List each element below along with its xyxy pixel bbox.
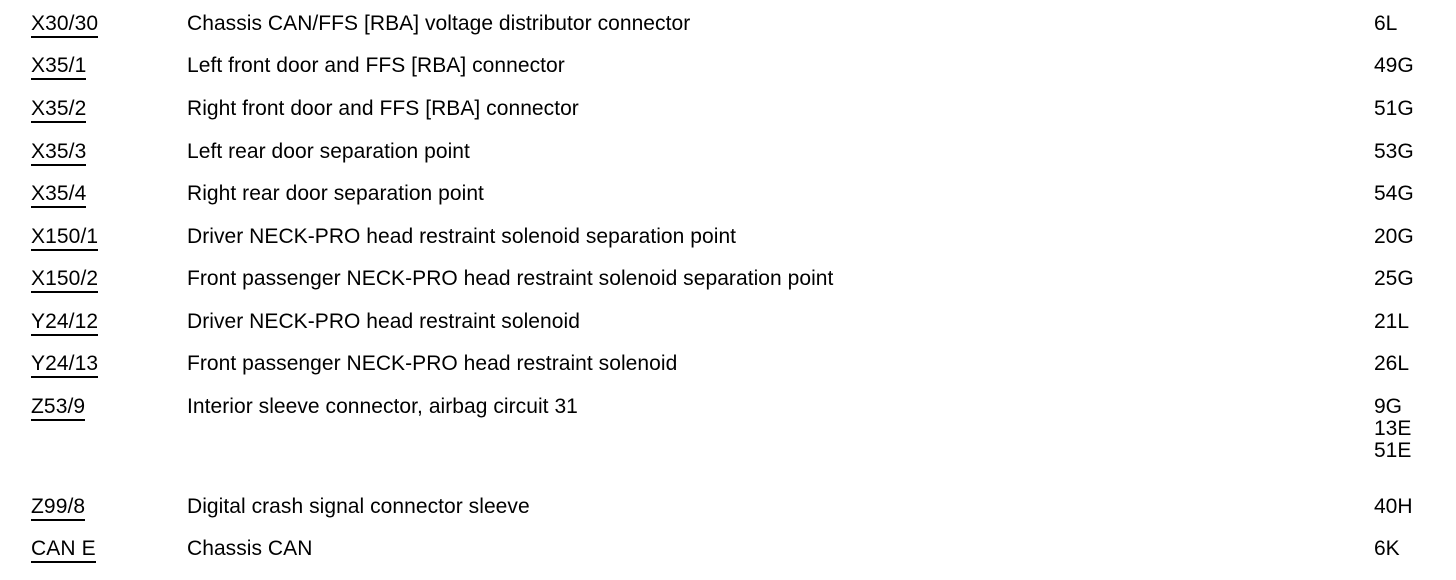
component-code-label: Z53/9: [31, 396, 86, 421]
location-code: 25G: [1374, 267, 1414, 290]
component-code-link[interactable]: X150/1: [31, 226, 99, 251]
component-location-reference: 49G: [1374, 55, 1414, 77]
component-code-label: X30/30: [31, 13, 99, 38]
location-code: 13E: [1374, 417, 1412, 440]
component-location-reference: 20G: [1374, 226, 1414, 248]
location-code: 40H: [1374, 495, 1413, 518]
location-code: 9G: [1374, 395, 1403, 418]
location-code: 26L: [1374, 352, 1410, 375]
location-code: 51E: [1374, 439, 1412, 462]
component-location-reference: 6L: [1374, 13, 1397, 35]
component-description: Front passenger NECK-PRO head restraint …: [187, 352, 678, 375]
component-description: Driver NECK-PRO head restraint solenoid …: [187, 225, 737, 248]
component-code-link[interactable]: X35/1: [31, 55, 87, 80]
component-description: Left front door and FFS [RBA] connector: [187, 54, 565, 77]
component-code-link[interactable]: CAN E: [31, 538, 96, 563]
component-code-label: X35/4: [31, 183, 87, 208]
component-description: Front passenger NECK-PRO head restraint …: [187, 267, 834, 290]
component-code-label: X150/2: [31, 268, 99, 293]
component-location-reference: 21L: [1374, 311, 1409, 333]
component-description: Left rear door separation point: [187, 140, 470, 163]
component-code-link[interactable]: X35/3: [31, 141, 87, 166]
component-location-reference: 54G: [1374, 183, 1414, 205]
component-code-label: Y24/13: [31, 353, 99, 378]
component-description: Right rear door separation point: [187, 182, 484, 205]
component-code-label: X150/1: [31, 226, 99, 251]
component-code-label: X35/3: [31, 141, 87, 166]
component-location-reference: 40H: [1374, 496, 1413, 518]
component-location-reference: 25G: [1374, 268, 1414, 290]
component-description: Driver NECK-PRO head restraint solenoid: [187, 310, 580, 333]
location-code: 6L: [1374, 12, 1398, 35]
component-code-label: X35/2: [31, 98, 87, 123]
component-code-label: X35/1: [31, 55, 87, 80]
component-location-reference: 26L: [1374, 353, 1409, 375]
component-description: Chassis CAN: [187, 537, 313, 560]
location-code: 53G: [1374, 140, 1414, 163]
component-code-link[interactable]: Z53/9: [31, 396, 86, 421]
component-code-label: CAN E: [31, 538, 96, 563]
component-location-reference: 6K: [1374, 538, 1400, 560]
location-code: 6K: [1374, 537, 1400, 560]
location-code: 54G: [1374, 182, 1414, 205]
component-code-label: Y24/12: [31, 311, 99, 336]
component-description: Right front door and FFS [RBA] connector: [187, 97, 579, 120]
component-code-link[interactable]: X30/30: [31, 13, 99, 38]
component-location-reference: 53G: [1374, 141, 1414, 163]
component-code-link[interactable]: Y24/13: [31, 353, 99, 378]
component-description: Digital crash signal connector sleeve: [187, 495, 530, 518]
component-code-link[interactable]: X35/2: [31, 98, 87, 123]
location-code: 21L: [1374, 310, 1410, 333]
location-code: 49G: [1374, 54, 1414, 77]
component-description: Interior sleeve connector, airbag circui…: [187, 395, 578, 418]
component-code-link[interactable]: Z99/8: [31, 496, 86, 521]
component-location-reference: 51G: [1374, 98, 1414, 120]
component-code-link[interactable]: Y24/12: [31, 311, 99, 336]
location-code: 20G: [1374, 225, 1414, 248]
location-code: 51G: [1374, 97, 1414, 120]
component-code-link[interactable]: X35/4: [31, 183, 87, 208]
component-code-link[interactable]: X150/2: [31, 268, 99, 293]
component-code-label: Z99/8: [31, 496, 86, 521]
component-description: Chassis CAN/FFS [RBA] voltage distributo…: [187, 12, 691, 35]
